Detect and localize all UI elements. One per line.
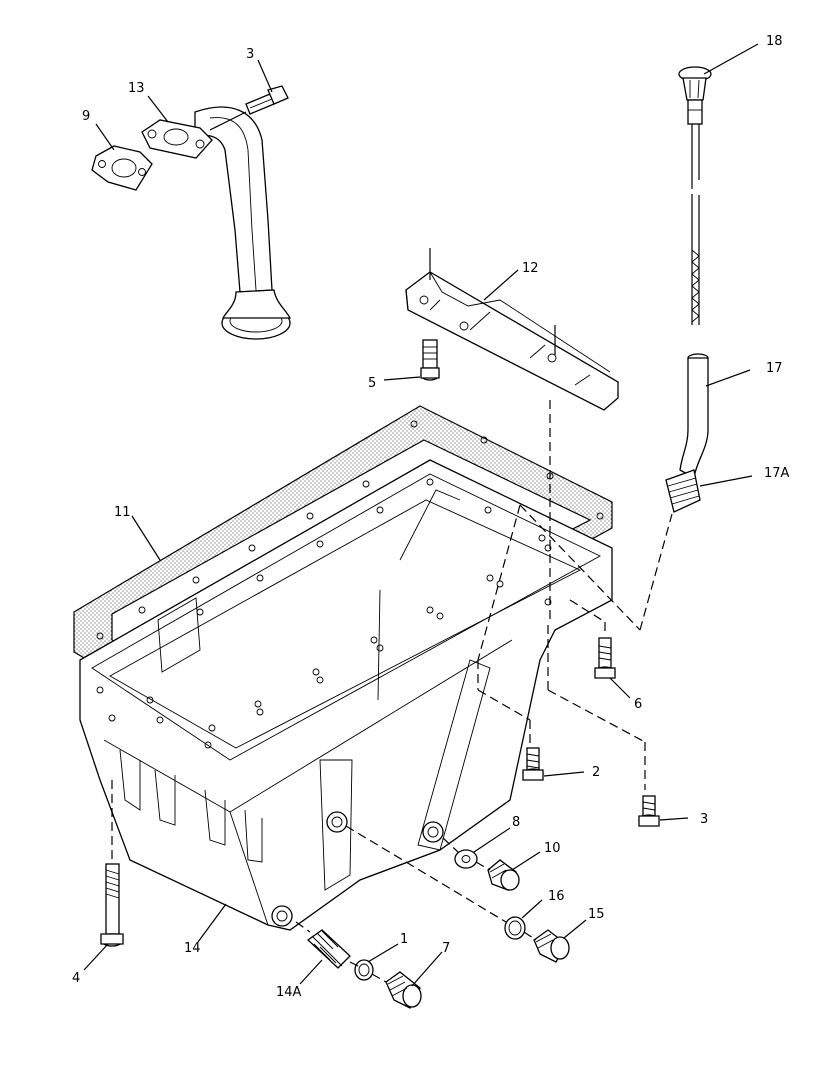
alignment-lines xyxy=(295,180,693,983)
pan-bolt-holes xyxy=(96,478,552,749)
bolt-2 xyxy=(522,747,544,781)
callout-14a: 14A xyxy=(276,985,302,1000)
callout-2: 2 xyxy=(592,765,600,780)
callout-3-lower: 3 xyxy=(700,812,708,827)
callout-12: 12 xyxy=(522,261,539,276)
callout-17a: 17A xyxy=(764,466,790,481)
callout-9: 9 xyxy=(82,109,90,124)
bolt-6 xyxy=(594,637,616,679)
callout-14: 14 xyxy=(184,941,201,956)
callout-15: 15 xyxy=(588,907,605,922)
bolt-4 xyxy=(100,780,124,947)
callout-18: 18 xyxy=(766,34,783,49)
gasket-bolt-holes xyxy=(96,420,604,732)
callout-5: 5 xyxy=(368,376,376,391)
callout-3-top: 3 xyxy=(246,47,254,62)
callout-10: 10 xyxy=(544,841,561,856)
callout-17: 17 xyxy=(766,361,783,376)
spring-14a xyxy=(306,929,351,969)
plug-7 xyxy=(385,971,422,1009)
callout-13: 13 xyxy=(128,81,145,96)
plug-15 xyxy=(533,929,570,963)
callout-1: 1 xyxy=(400,932,408,947)
callout-11: 11 xyxy=(114,505,131,520)
callout-4: 4 xyxy=(72,971,80,986)
o-ring-16 xyxy=(504,916,526,940)
callout-7: 7 xyxy=(442,941,450,956)
callout-16: 16 xyxy=(548,889,565,904)
plug-10 xyxy=(487,859,520,891)
callout-6: 6 xyxy=(634,697,642,712)
washer-8 xyxy=(454,849,478,869)
dipstick-tube xyxy=(665,353,709,513)
o-ring-1 xyxy=(354,959,374,981)
leader-lines xyxy=(83,43,759,987)
callout-8: 8 xyxy=(512,815,520,830)
bolt-5 xyxy=(420,339,440,381)
bolt-3-lower xyxy=(638,795,660,827)
dipstick xyxy=(678,66,712,325)
baffle xyxy=(405,248,619,411)
suction-tube-assembly xyxy=(91,85,292,340)
oil-pan xyxy=(79,420,613,931)
callout-labels: 3 13 9 18 12 17 5 17A 11 6 2 3 8 10 16 1… xyxy=(72,34,790,1000)
